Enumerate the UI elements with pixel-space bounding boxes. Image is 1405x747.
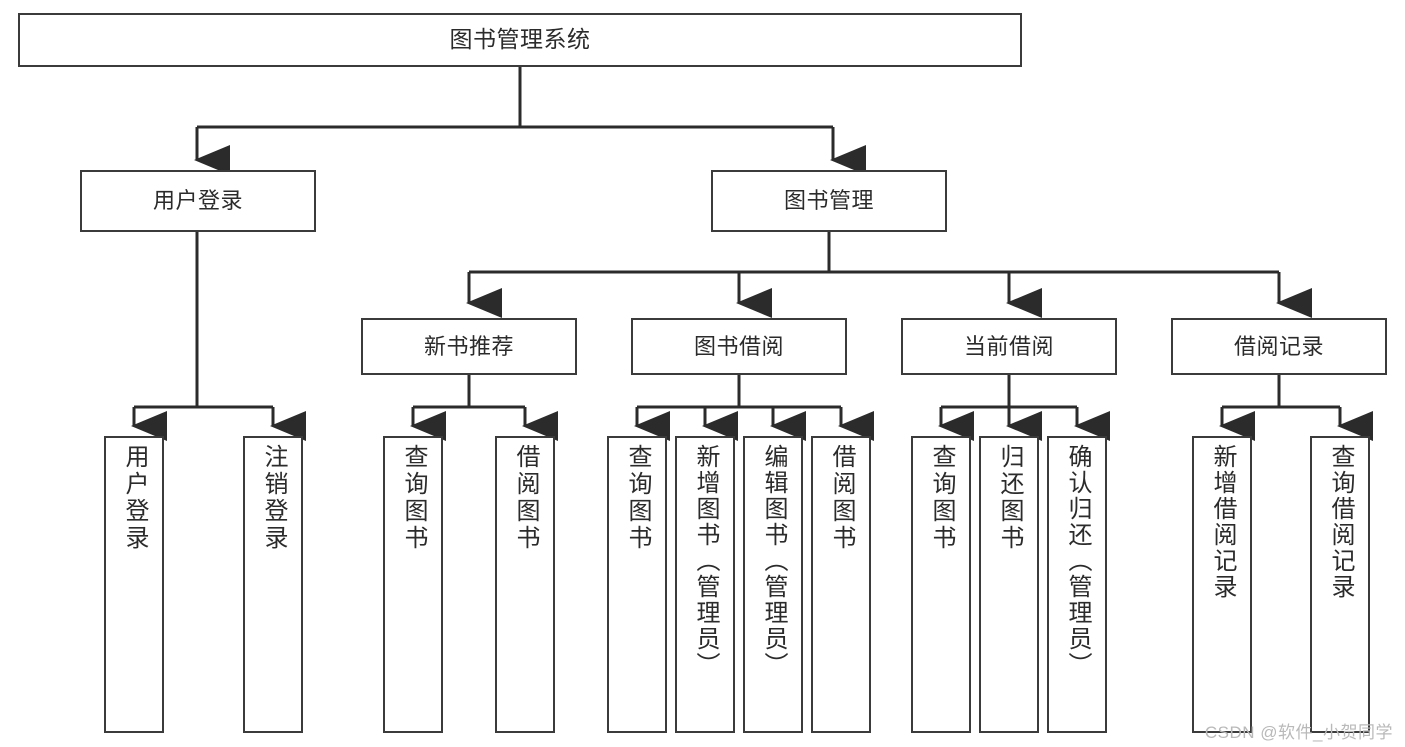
leaf-add-book-admin[interactable]: 新增图书（管理员）: [675, 436, 735, 733]
node-label: 新增借阅记录: [1209, 444, 1236, 600]
leaf-query-book-current[interactable]: 查询图书: [911, 436, 971, 733]
node-label: 借阅图书: [512, 444, 539, 552]
node-label: 新书推荐: [423, 333, 514, 359]
node-label: 查询图书: [400, 444, 427, 552]
node-label: 图书管理: [783, 188, 874, 214]
node-current-borrow[interactable]: 当前借阅: [901, 318, 1117, 375]
node-label: 注销登录: [260, 444, 287, 552]
leaf-borrow-book-recommend[interactable]: 借阅图书: [495, 436, 555, 733]
node-label: 查询图书: [928, 444, 955, 552]
leaf-logout[interactable]: 注销登录: [243, 436, 303, 733]
node-label: 查询借阅记录: [1327, 444, 1354, 600]
node-label: 查询图书: [624, 444, 651, 552]
node-user-login[interactable]: 用户登录: [80, 170, 316, 232]
node-book-borrow[interactable]: 图书借阅: [631, 318, 847, 375]
leaf-add-borrow-record[interactable]: 新增借阅记录: [1192, 436, 1252, 733]
node-book-management[interactable]: 图书管理: [711, 170, 947, 232]
node-root-book-management-system[interactable]: 图书管理系统: [18, 13, 1022, 67]
node-label: 用户登录: [121, 444, 148, 552]
leaf-query-book-recommend[interactable]: 查询图书: [383, 436, 443, 733]
node-label: 归还图书: [996, 444, 1023, 552]
leaf-borrow-book[interactable]: 借阅图书: [811, 436, 871, 733]
leaf-confirm-return-admin[interactable]: 确认归还（管理员）: [1047, 436, 1107, 733]
node-borrow-record[interactable]: 借阅记录: [1171, 318, 1387, 375]
leaf-query-borrow-record[interactable]: 查询借阅记录: [1310, 436, 1370, 733]
node-new-book-recommend[interactable]: 新书推荐: [361, 318, 577, 375]
node-label: 新增图书（管理员）: [692, 444, 719, 678]
node-label: 借阅图书: [828, 444, 855, 552]
leaf-query-book-borrow[interactable]: 查询图书: [607, 436, 667, 733]
node-label: 当前借阅: [963, 333, 1054, 359]
leaf-user-login[interactable]: 用户登录: [104, 436, 164, 733]
leaf-edit-book-admin[interactable]: 编辑图书（管理员）: [743, 436, 803, 733]
node-label: 图书借阅: [693, 333, 784, 359]
leaf-return-book[interactable]: 归还图书: [979, 436, 1039, 733]
node-label: 用户登录: [152, 188, 243, 214]
node-label: 编辑图书（管理员）: [760, 444, 787, 678]
node-label: 借阅记录: [1233, 333, 1324, 359]
node-label: 图书管理系统: [449, 26, 591, 53]
node-label: 确认归还（管理员）: [1064, 444, 1091, 678]
